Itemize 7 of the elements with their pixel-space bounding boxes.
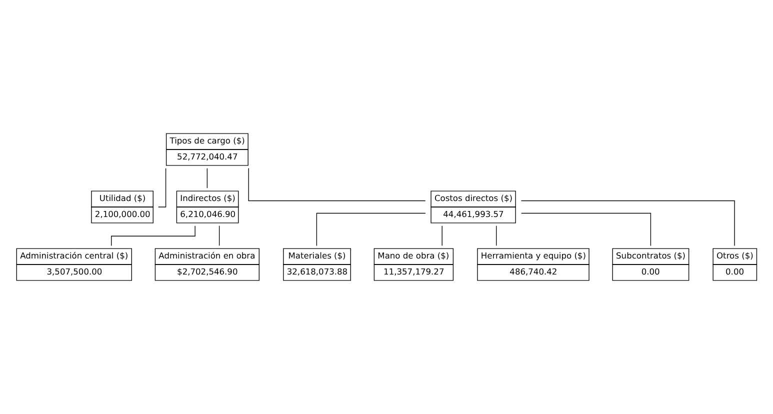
connector — [248, 168, 426, 202]
connector — [316, 212, 426, 246]
connector — [496, 225, 497, 246]
connector — [520, 200, 735, 246]
connector — [218, 225, 220, 246]
connector — [206, 168, 208, 188]
connector — [520, 212, 652, 246]
